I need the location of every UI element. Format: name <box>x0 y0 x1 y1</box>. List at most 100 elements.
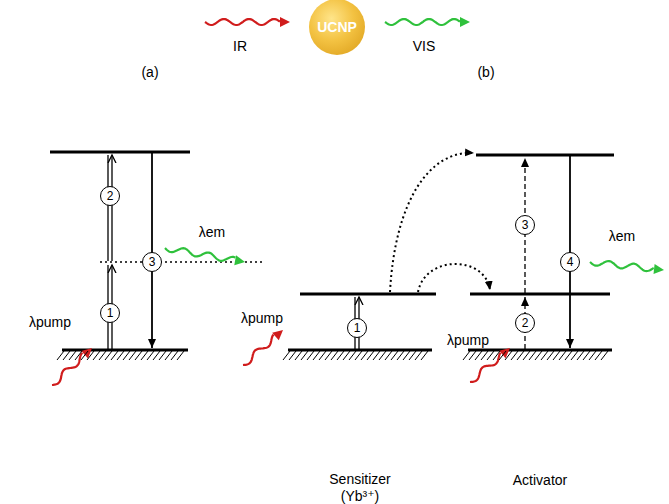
ground-hatch <box>171 351 178 360</box>
ground-hatch <box>81 351 88 360</box>
ground-hatch <box>499 351 506 360</box>
ground-hatch <box>547 351 554 360</box>
ground-hatch <box>553 351 560 360</box>
ground-hatch <box>75 351 82 360</box>
callout-circle: 2 <box>515 313 535 333</box>
ground-hatch <box>177 351 184 360</box>
ground-hatch <box>469 351 476 360</box>
ground-hatch <box>565 351 572 360</box>
ground-hatch <box>307 351 314 360</box>
callout-number: 3 <box>149 255 156 269</box>
ground-hatch <box>481 351 488 360</box>
ground-hatch <box>129 351 136 360</box>
ground-hatch <box>355 351 362 360</box>
ground-hatch <box>117 351 124 360</box>
ground-hatch <box>99 351 106 360</box>
ground-hatch <box>601 351 608 360</box>
ground-hatch <box>385 351 392 360</box>
callout-circle: 1 <box>100 303 120 323</box>
nanoparticle-circle: UCNP <box>309 0 365 55</box>
wavelength-label: λpump <box>447 332 489 348</box>
ground-hatch <box>493 351 500 360</box>
photon-wave <box>165 248 235 261</box>
ground-hatch <box>523 351 530 360</box>
ground-hatch <box>123 351 130 360</box>
ground-hatch <box>325 351 332 360</box>
callout-number: 4 <box>567 255 574 269</box>
ground-hatch <box>487 351 494 360</box>
ground-hatch <box>105 351 112 360</box>
ground-hatch <box>111 351 118 360</box>
ground-hatch <box>577 351 584 360</box>
ground-hatch <box>421 351 428 360</box>
ground-hatch <box>529 351 536 360</box>
ground-hatch <box>583 351 590 360</box>
ground-hatch <box>69 351 76 360</box>
ground-hatch <box>397 351 404 360</box>
wavelength-label: λpump <box>29 314 71 330</box>
photon-arrowhead <box>280 17 290 27</box>
ground-hatch <box>289 351 296 360</box>
ground-hatch <box>165 351 172 360</box>
ground-hatch <box>283 351 290 360</box>
ground-hatch <box>535 351 542 360</box>
panel-label: (b) <box>477 64 494 80</box>
ground-hatch <box>463 351 470 360</box>
ground-hatch <box>141 351 148 360</box>
photon-arrowhead <box>460 17 470 27</box>
panel-label: (a) <box>141 64 158 80</box>
ground-hatch <box>379 351 386 360</box>
photon-arrowhead <box>234 255 245 265</box>
ground-hatch <box>313 351 320 360</box>
ground-hatch <box>559 351 566 360</box>
callout-circle: 3 <box>515 215 535 235</box>
ground-hatch <box>475 351 482 360</box>
callout-circle: 4 <box>560 252 580 272</box>
ground-hatch <box>367 351 374 360</box>
wavelength-label: λem <box>199 224 225 240</box>
photon-wave <box>243 335 273 366</box>
callout-circle: 1 <box>347 318 367 338</box>
ground-hatch <box>373 351 380 360</box>
ground-hatch <box>301 351 308 360</box>
ground-hatch <box>361 351 368 360</box>
ground-hatch <box>295 351 302 360</box>
ground-hatch <box>517 351 524 360</box>
ground-hatch <box>391 351 398 360</box>
ground-hatch <box>147 351 154 360</box>
ground-hatch <box>63 351 70 360</box>
wavelength-label: λem <box>609 228 635 244</box>
photon-arrowhead <box>654 264 664 274</box>
ground-hatch <box>343 351 350 360</box>
ground-hatch <box>331 351 338 360</box>
callout-number: 2 <box>107 189 114 203</box>
ground-hatch <box>415 351 422 360</box>
species-label: Sensitizer (Yb³⁺) <box>320 471 400 504</box>
ground-hatch <box>159 351 166 360</box>
photon-wave <box>205 19 280 25</box>
ground-hatch <box>511 351 518 360</box>
callout-number: 3 <box>522 218 529 232</box>
ground-hatch <box>57 351 64 360</box>
ground-hatch <box>93 351 100 360</box>
photon-label: IR <box>233 38 247 54</box>
callout-number: 2 <box>522 316 529 330</box>
wavelength-label: λpump <box>241 310 283 326</box>
callout-number: 1 <box>107 306 114 320</box>
photon-wave <box>52 353 82 385</box>
callout-circle: 3 <box>142 252 162 272</box>
ground-hatch <box>319 351 326 360</box>
particle-label: UCNP <box>317 19 357 35</box>
ground-hatch <box>571 351 578 360</box>
ground-hatch <box>595 351 602 360</box>
photon-arrowhead <box>272 330 283 340</box>
photon-wave <box>385 19 460 25</box>
ground-hatch <box>349 351 356 360</box>
callout-number: 1 <box>354 321 361 335</box>
ground-hatch <box>337 351 344 360</box>
ground-hatch <box>541 351 548 360</box>
photon-label: VIS <box>413 38 436 54</box>
photon-wave <box>590 261 654 271</box>
ground-hatch <box>505 351 512 360</box>
callout-circle: 2 <box>100 186 120 206</box>
